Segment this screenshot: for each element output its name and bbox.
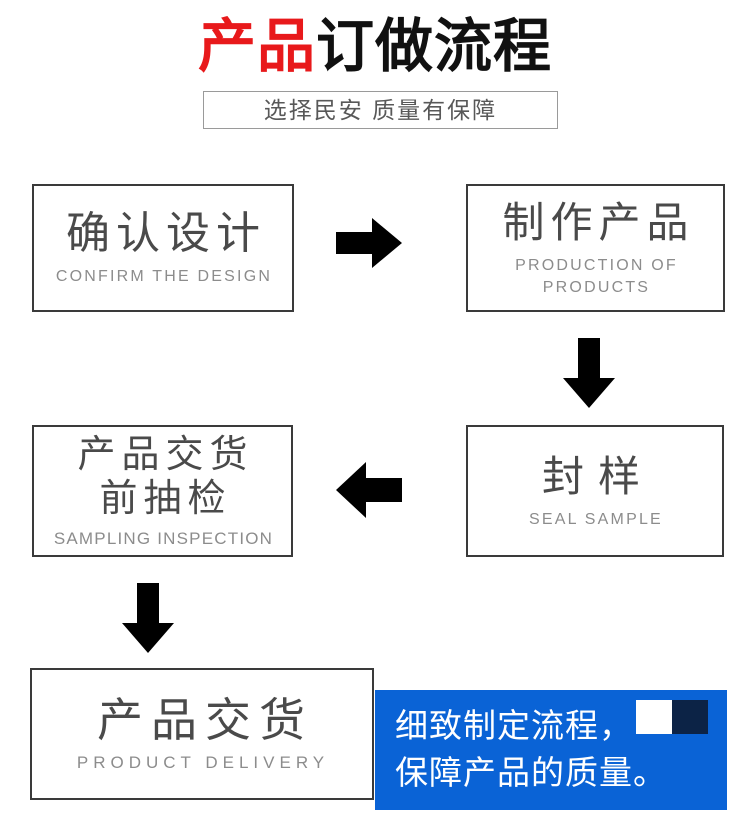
arrow-down-icon [563, 338, 615, 408]
arrow-right-icon [336, 218, 402, 268]
subtitle-box: 选择民安 质量有保障 [203, 91, 558, 129]
decorative-square-navy [672, 700, 708, 734]
step-label-cn-line1: 产品交货 [77, 434, 254, 476]
subtitle-text: 选择民安 质量有保障 [263, 97, 498, 123]
step-label-cn-line2: 前抽检 [99, 478, 232, 520]
step-label-en: PRODUCT DELIVERY [76, 753, 330, 772]
step-label-en-line1: PRODUCTION OF [515, 256, 678, 274]
step-box-product-delivery: 产品交货 PRODUCT DELIVERY [30, 668, 374, 800]
promo-decorative-squares [636, 700, 708, 734]
promo-text-line1: 细致制定流程， [395, 707, 633, 744]
promo-text: 细致制定流程， 保障产品的质量。 [395, 702, 715, 796]
step-label-cn: 产品交货 [97, 694, 313, 746]
step-box-production: 制作产品 PRODUCTION OF PRODUCTS [466, 184, 725, 312]
decorative-square-white [636, 700, 672, 734]
promo-text-line2: 保障产品的质量。 [395, 754, 667, 791]
step-box-confirm-design: 确认设计 CONFIRM THE DESIGN [32, 184, 294, 312]
step-label-en-line2: PRODUCTS [542, 278, 651, 296]
step-label-en: SAMPLING INSPECTION [53, 529, 274, 548]
step-box-sampling-inspection: 产品交货 前抽检 SAMPLING INSPECTION [32, 425, 293, 557]
page-title: 产品订做流程 [0, 14, 750, 80]
step-label-en: SEAL SAMPLE [529, 511, 663, 528]
step-label-cn: 封样 [541, 453, 654, 500]
step-label-cn: 确认设计 [66, 209, 266, 258]
arrow-down-icon [122, 583, 174, 653]
page-title-red-part: 产品 [197, 14, 316, 79]
arrow-left-icon [336, 462, 402, 518]
step-label-en: CONFIRM THE DESIGN [55, 268, 273, 285]
page-title-black-part: 订做流程 [316, 14, 553, 79]
step-box-seal-sample: 封样 SEAL SAMPLE [466, 425, 724, 557]
step-label-cn: 制作产品 [502, 198, 695, 246]
